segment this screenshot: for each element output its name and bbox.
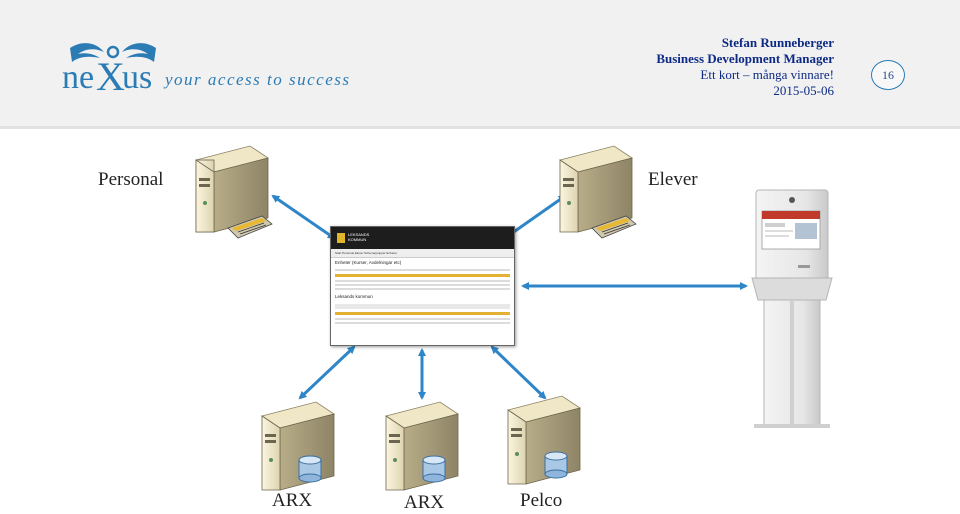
web-portal-screenshot: LEKSANDS KOMMUN Start Personal Elever Sc… xyxy=(330,226,515,346)
kiosk-terminal-icon xyxy=(752,190,832,428)
server-elever-icon xyxy=(560,146,636,238)
server-personal-icon xyxy=(196,146,272,238)
crest-icon xyxy=(337,233,345,243)
portal-line xyxy=(335,269,510,271)
portal-tabs xyxy=(335,304,510,309)
portal-nav: Start Personal Elever Schemagrupper Enhe… xyxy=(331,249,514,258)
server-arx2-icon xyxy=(386,402,458,490)
arrow-web-arx1 xyxy=(300,347,354,398)
portal-header: LEKSANDS KOMMUN xyxy=(331,227,514,249)
portal-line xyxy=(335,280,510,282)
portal-brand: LEKSANDS KOMMUN xyxy=(348,232,369,242)
portal-brand-line2: KOMMUN xyxy=(348,237,369,242)
arrow-web-pelco xyxy=(492,347,545,398)
portal-subtitle: Leksands kommun xyxy=(331,292,514,301)
label-arx-1: ARX xyxy=(272,490,312,512)
label-pelco: Pelco xyxy=(520,490,562,512)
portal-table-header xyxy=(335,274,510,277)
portal-table-header-2 xyxy=(335,312,510,315)
portal-line xyxy=(335,284,510,286)
portal-line xyxy=(335,288,510,290)
portal-line xyxy=(335,322,510,324)
portal-line xyxy=(335,318,510,320)
label-personal: Personal xyxy=(98,169,163,191)
label-elever: Elever xyxy=(648,169,698,191)
server-pelco-icon xyxy=(508,396,580,484)
arrow-elever-web xyxy=(508,196,565,236)
portal-title: Enheter (Kurser, Avdelningar etc) xyxy=(331,258,514,267)
server-arx1-icon xyxy=(262,402,334,490)
arrow-personal-web xyxy=(273,196,334,238)
